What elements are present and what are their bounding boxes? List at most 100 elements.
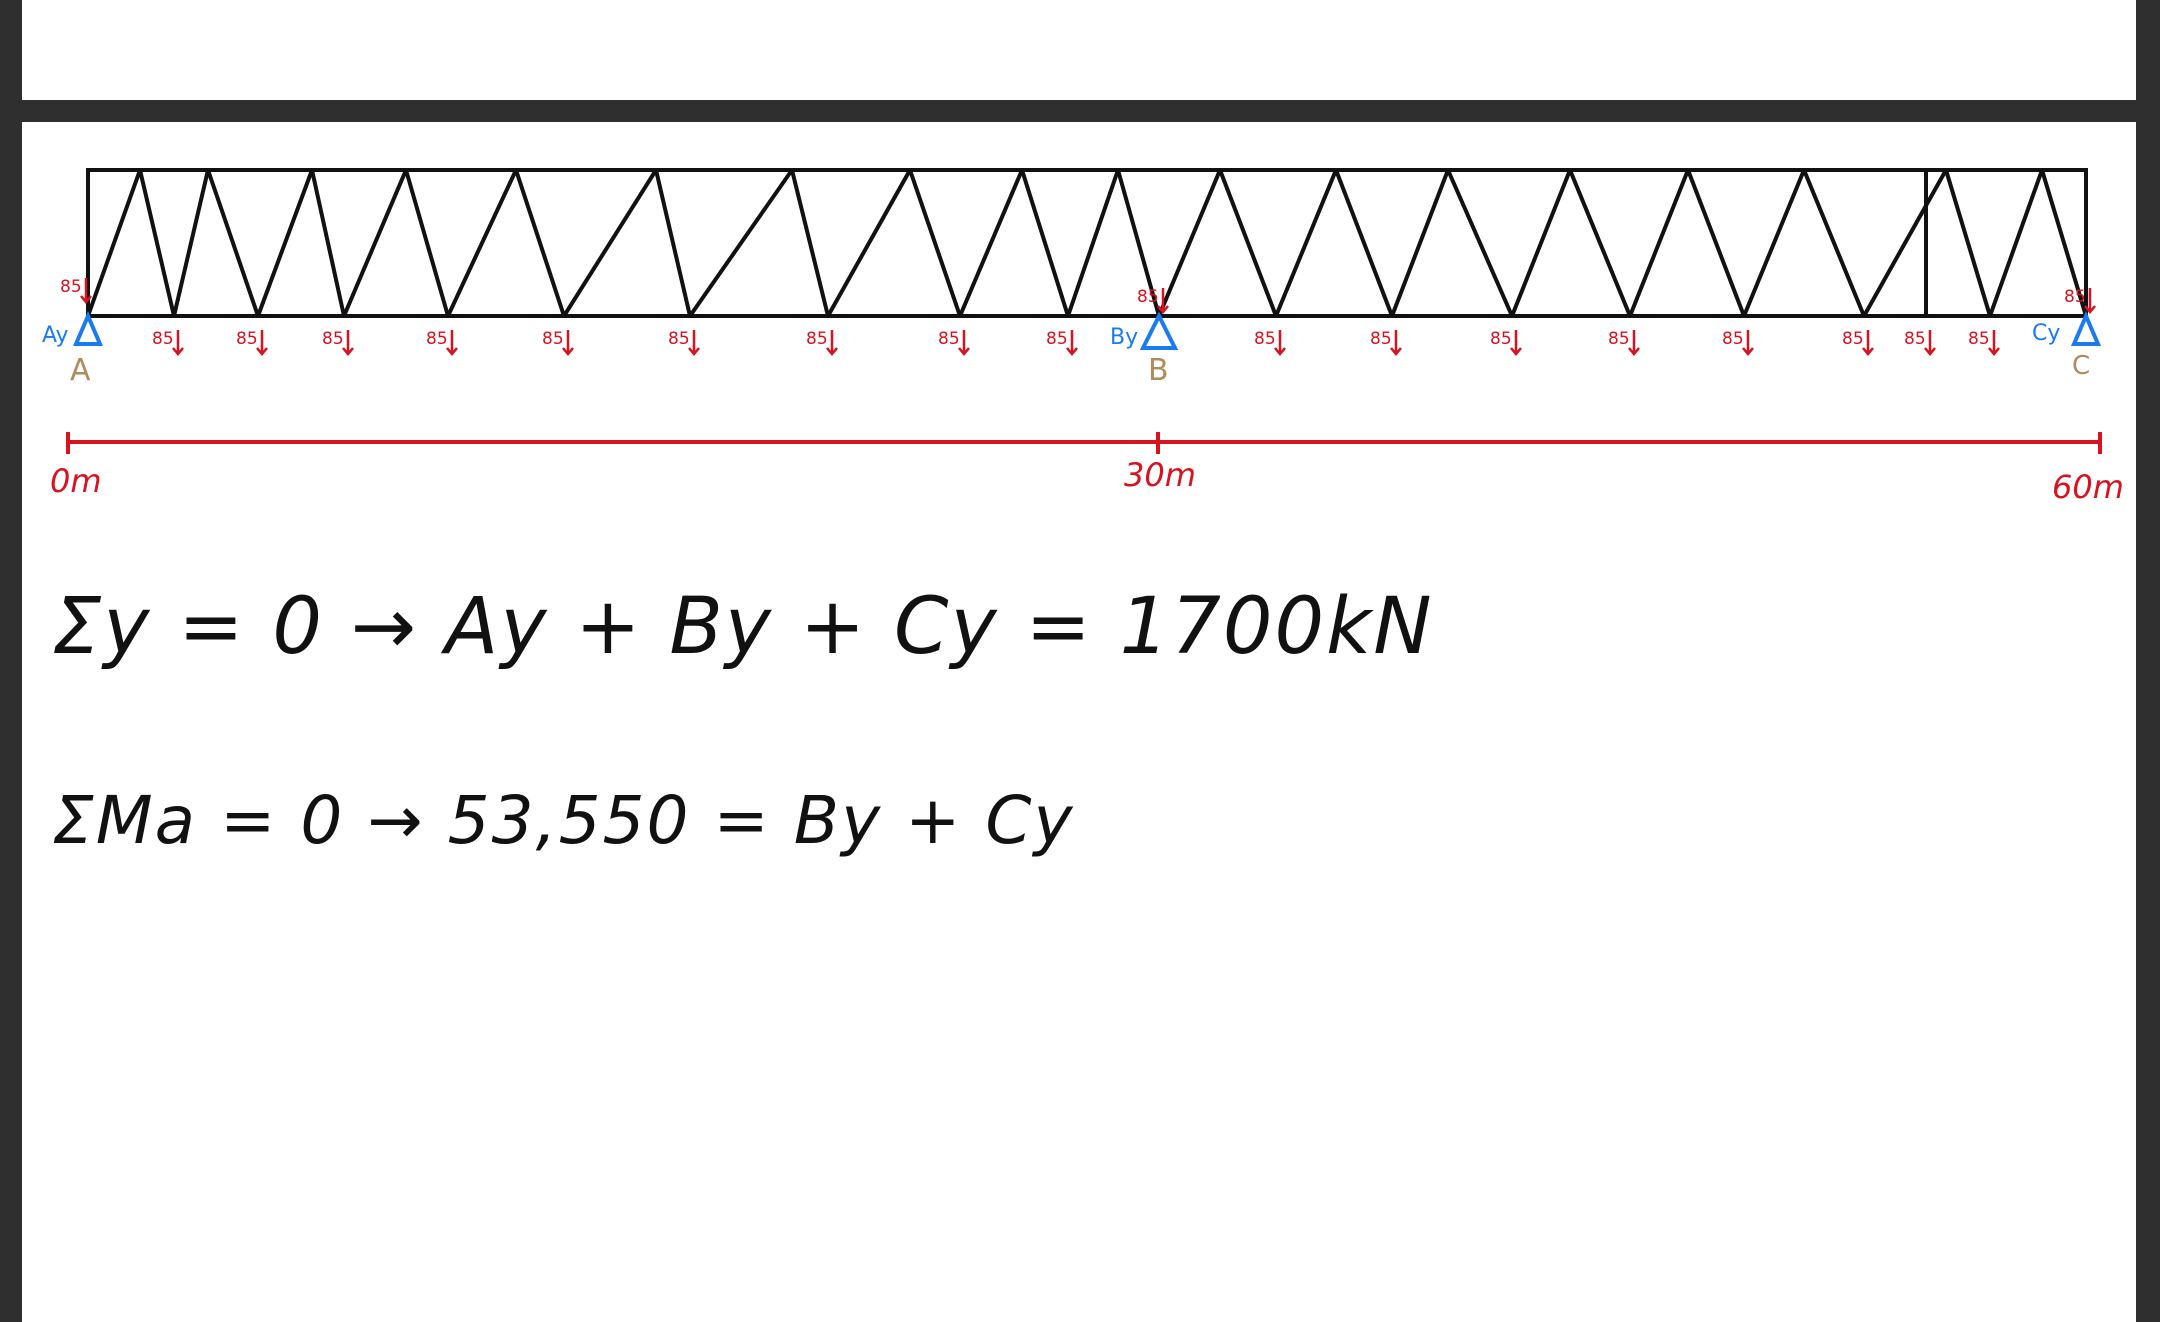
- point-load-label: 85: [1046, 329, 1068, 349]
- truss-web-member: [404, 169, 450, 317]
- down-arrow-icon: [446, 330, 458, 356]
- point-load-label: 85: [236, 329, 258, 349]
- down-arrow-icon: [2084, 288, 2096, 314]
- point-load: 85: [322, 329, 354, 356]
- truss-web-member: [1628, 169, 1690, 317]
- truss-web-member: [138, 169, 176, 317]
- point-load-label: 85: [938, 329, 960, 349]
- truss-web-member: [1742, 169, 1806, 317]
- down-arrow-icon: [826, 330, 838, 356]
- truss-web-member: [206, 169, 260, 317]
- support-c-triangle: [2070, 310, 2102, 346]
- truss-web-member: [1274, 169, 1338, 317]
- truss-web-member: [2040, 169, 2088, 317]
- point-load: 85: [1490, 329, 1522, 356]
- down-arrow-icon: [1988, 330, 2000, 356]
- truss-web-member: [958, 169, 1024, 317]
- support-b-label: B: [1148, 353, 1169, 388]
- truss-web-member: [86, 169, 142, 317]
- point-load-label: 85: [668, 329, 690, 349]
- support-a-label: A: [70, 353, 91, 388]
- point-load: 85: [542, 329, 574, 356]
- point-load: 85: [236, 329, 268, 356]
- point-load-label: 85: [1370, 329, 1392, 349]
- down-arrow-icon: [958, 330, 970, 356]
- point-load-label: 85: [426, 329, 448, 349]
- down-arrow-icon: [1066, 330, 1078, 356]
- truss-web-member: [1218, 169, 1278, 317]
- truss-web-member: [1116, 169, 1161, 317]
- point-load-label: 85: [806, 329, 828, 349]
- point-load: 85: [60, 277, 92, 304]
- truss-web-member: [1066, 169, 1120, 317]
- equation-sum-moments: ΣMa = 0 → 53,550 = By + Cy: [52, 782, 1075, 859]
- down-arrow-icon: [688, 330, 700, 356]
- point-load: 85: [1842, 329, 1874, 356]
- point-load: 85: [1904, 329, 1936, 356]
- point-load: 85: [1254, 329, 1286, 356]
- down-arrow-icon: [562, 330, 574, 356]
- down-arrow-icon: [256, 330, 268, 356]
- down-arrow-icon: [1628, 330, 1640, 356]
- down-arrow-icon: [1742, 330, 1754, 356]
- truss-web-member: [1988, 169, 2044, 317]
- point-load-label: 85: [1254, 329, 1276, 349]
- truss-web-member: [172, 169, 210, 317]
- support-c-reaction-label: Cy: [2032, 321, 2060, 346]
- truss-web-member: [514, 169, 566, 317]
- point-load-label: 85: [2064, 287, 2086, 307]
- support-a-triangle: [72, 310, 104, 346]
- truss-web-member: [908, 169, 962, 317]
- truss-web-member: [1802, 169, 1866, 317]
- axis-tick-label-60: 60m: [2052, 468, 2124, 506]
- truss-web-member: [310, 169, 346, 317]
- down-arrow-icon: [1274, 330, 1286, 356]
- truss-web-member: [446, 169, 518, 317]
- point-load-label: 85: [1842, 329, 1864, 349]
- point-load-label: 85: [60, 277, 82, 297]
- truss-web-member: [342, 169, 408, 317]
- truss-web-member: [1157, 169, 1222, 317]
- truss-web-member: [790, 169, 830, 317]
- down-arrow-icon: [80, 278, 92, 304]
- point-load: 85: [2064, 287, 2096, 314]
- equation-sum-forces: Σy = 0 → Ay + By + Cy = 1700kN: [52, 582, 1434, 672]
- point-load: 85: [1370, 329, 1402, 356]
- point-load: 85: [1722, 329, 1754, 356]
- down-arrow-icon: [172, 330, 184, 356]
- point-load: 85: [668, 329, 700, 356]
- point-load-label: 85: [1490, 329, 1512, 349]
- support-b-reaction-label: By: [1110, 325, 1138, 350]
- top-blank-panel: [22, 0, 2136, 100]
- point-load-label: 85: [322, 329, 344, 349]
- down-arrow-icon: [1924, 330, 1936, 356]
- length-axis: 0m 30m 60m: [50, 432, 2124, 506]
- support-b-triangle: [1139, 311, 1179, 350]
- down-arrow-icon: [1157, 288, 1169, 314]
- truss-web-member: [1862, 169, 1948, 317]
- point-load-label: 85: [1968, 329, 1990, 349]
- axis-tick-label-0: 0m: [50, 462, 102, 500]
- point-load-label: 85: [542, 329, 564, 349]
- down-arrow-icon: [342, 330, 354, 356]
- truss-web-member: [1944, 169, 1992, 317]
- point-load: 85: [1968, 329, 2000, 356]
- support-b: By B: [1110, 311, 1179, 388]
- truss-web-member: [562, 168, 658, 318]
- support-c: Cy C: [2032, 310, 2102, 381]
- point-load-label: 85: [1608, 329, 1630, 349]
- down-arrow-icon: [1510, 330, 1522, 356]
- point-load: 85: [426, 329, 458, 356]
- point-load-label: 85: [1904, 329, 1926, 349]
- point-load: 85: [1046, 329, 1078, 356]
- point-load-label: 85: [1722, 329, 1744, 349]
- truss-outline: [86, 168, 2088, 318]
- down-arrow-icon: [1390, 330, 1402, 356]
- truss-web-member: [826, 169, 912, 317]
- point-load: 85: [1137, 287, 1169, 314]
- axis-tick-label-30: 30m: [1124, 456, 1196, 494]
- truss-web-member: [688, 168, 794, 318]
